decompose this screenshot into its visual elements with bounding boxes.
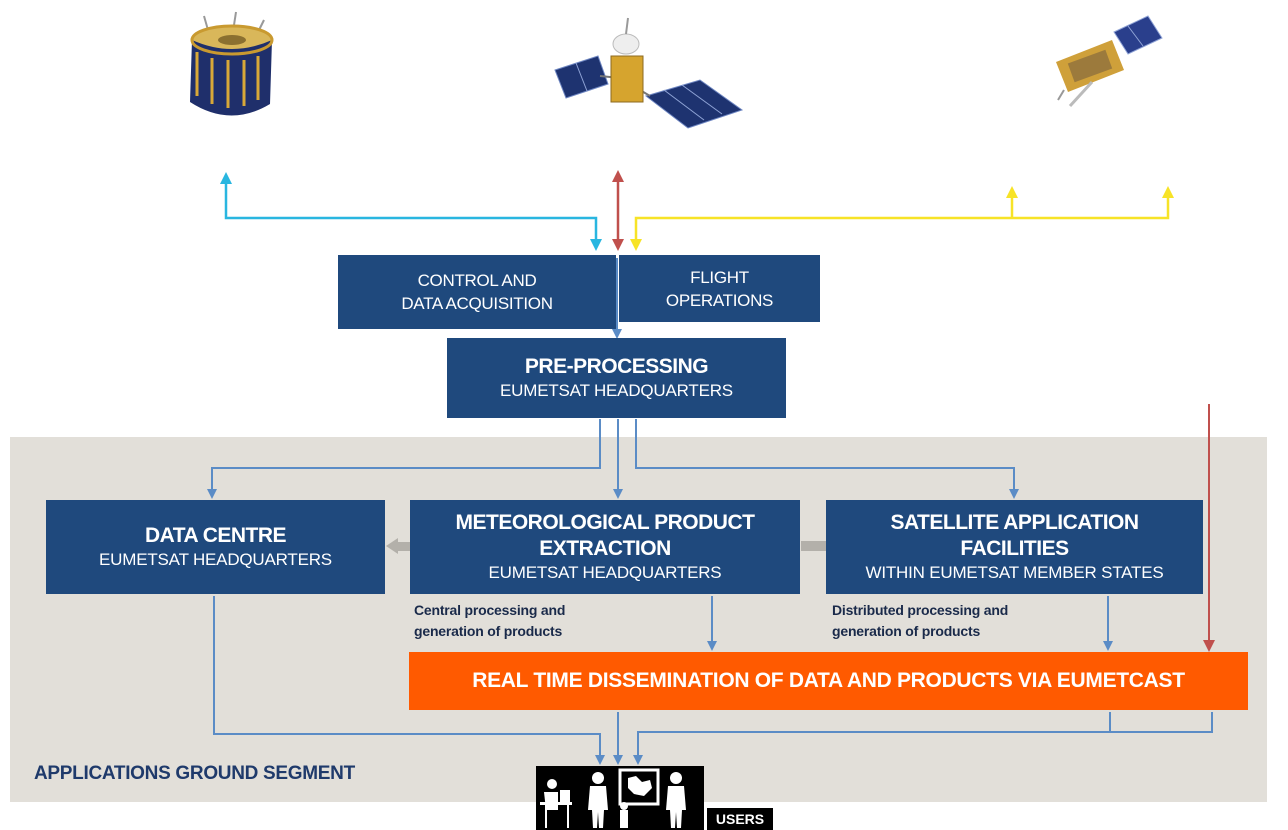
users-label: USERS bbox=[707, 808, 773, 830]
mpe-box: METEOROLOGICAL PRODUCT EXTRACTION EUMETS… bbox=[410, 500, 800, 594]
preprocessing-to-data-centre-line bbox=[207, 419, 601, 499]
mpe-to-data-centre-arrow bbox=[386, 538, 398, 554]
saf-sub: WITHIN EUMETSAT MEMBER STATES bbox=[865, 563, 1164, 582]
preprocessing-to-saf-line bbox=[635, 419, 1019, 499]
data-centre-box: DATA CENTRE EUMETSAT HEADQUARTERS bbox=[46, 500, 385, 594]
saf-box: SATELLITE APPLICATION FACILITIES WITHIN … bbox=[826, 500, 1203, 594]
third-party-label-line1: THIRD PARTY bbox=[1148, 340, 1262, 359]
saf-title-line2: FACILITIES bbox=[960, 537, 1069, 560]
flight-operations-box: FLIGHT OPERATIONS bbox=[619, 255, 820, 322]
data-centre-to-users-line bbox=[213, 596, 605, 765]
control-data-acquisition-box: CONTROL AND DATA ACQUISITION bbox=[338, 255, 616, 329]
meteosat-label: METEOSAT bbox=[177, 140, 283, 161]
saf-eumetcast-to-users-line bbox=[633, 712, 1213, 765]
control-line2: DATA ACQUISITION bbox=[401, 294, 553, 313]
data-centre-title: DATA CENTRE bbox=[144, 524, 287, 547]
applications-ground-segment-label: APPLICATIONS GROUND SEGMENT bbox=[34, 763, 355, 784]
mpe-title-line2: EXTRACTION bbox=[539, 537, 671, 560]
central-note-line2: generation of products bbox=[414, 623, 563, 639]
preprocessing-sub: EUMETSAT HEADQUARTERS bbox=[500, 381, 733, 400]
polar-link-line bbox=[630, 186, 1174, 251]
preprocessing-box: PRE-PROCESSING EUMETSAT HEADQUARTERS bbox=[447, 338, 786, 418]
jason2-label: JASON-2 bbox=[578, 140, 662, 161]
noaa-label: NOAA SATELLITES bbox=[1105, 164, 1281, 185]
metop-label: METOP bbox=[955, 164, 1023, 185]
saf-to-mpe-link bbox=[801, 541, 827, 551]
meteosat-satellite-icon bbox=[190, 11, 274, 116]
satellite-illustrations bbox=[190, 11, 1163, 129]
third-party-label-line2: DATA SOURCES bbox=[1143, 363, 1277, 382]
eumetcast-dissemination-bar: REAL TIME DISSEMINATION OF DATA AND PROD… bbox=[409, 652, 1248, 710]
control-line1: CONTROL AND bbox=[417, 271, 537, 290]
jason2-satellite-icon bbox=[554, 17, 744, 129]
preprocessing-title: PRE-PROCESSING bbox=[524, 355, 709, 378]
users-icon bbox=[536, 766, 704, 830]
central-processing-note: Central processing and generation of pro… bbox=[414, 600, 565, 642]
data-centre-sub: EUMETSAT HEADQUARTERS bbox=[99, 550, 332, 569]
flight-line2: OPERATIONS bbox=[665, 290, 774, 310]
meteosat-link-line bbox=[220, 172, 602, 251]
central-note-line1: Central processing and bbox=[414, 602, 566, 618]
metop-satellite-icon bbox=[1056, 15, 1163, 108]
distributed-processing-note: Distributed processing and generation of… bbox=[832, 600, 1008, 642]
flight-line1: FLIGHT bbox=[690, 267, 749, 287]
mpe-sub: EUMETSAT HEADQUARTERS bbox=[488, 563, 722, 582]
distributed-note-line1: Distributed processing and bbox=[832, 602, 1009, 618]
polar-system-label: INITIAL JOINT POLAR SYSTEM bbox=[955, 140, 1238, 161]
distributed-note-line2: generation of products bbox=[832, 623, 981, 639]
saf-title-line1: SATELLITE APPLICATION bbox=[890, 511, 1139, 534]
mpe-title-line1: METEOROLOGICAL PRODUCT bbox=[455, 511, 755, 534]
